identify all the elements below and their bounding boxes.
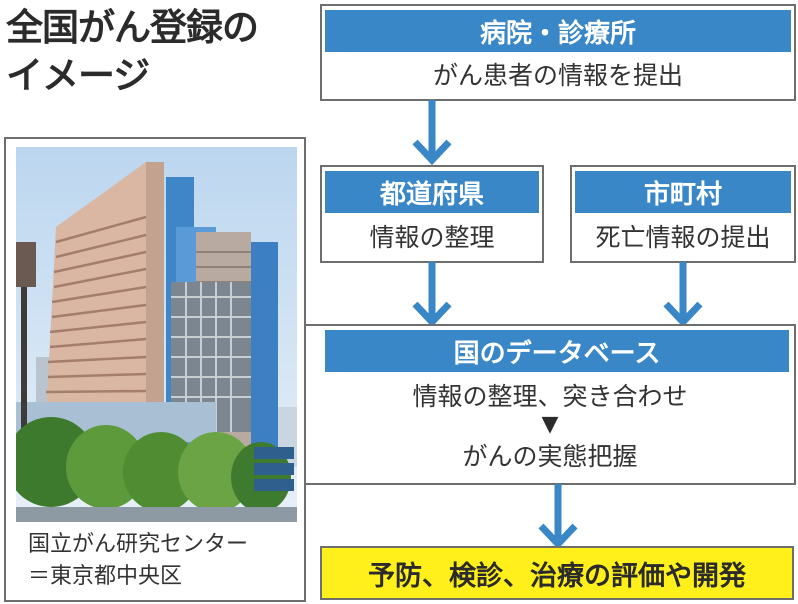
triangle-down-icon: ▼ [541, 412, 559, 437]
title-line-1: 全国がん登録の [6, 6, 259, 49]
node-national-db-step1: 情報の整理、突き合わせ [412, 382, 688, 411]
building-photo [16, 147, 297, 522]
arrow-down-icon [663, 262, 703, 328]
node-national-db-header: 国のデータベース [325, 330, 789, 372]
node-prefecture-description: 情報の整理 [369, 223, 495, 252]
photo-caption-line-2: ＝東京都中央区 [28, 564, 183, 589]
node-hospital: 病院・診療所 がん患者の情報を提出 [320, 4, 796, 101]
arrow-down-icon [412, 100, 452, 166]
node-municipality: 市町村 死亡情報の提出 [570, 165, 796, 263]
diagram-title: 全国がん登録の イメージ [6, 4, 306, 100]
node-municipality-description: 死亡情報の提出 [595, 223, 771, 252]
node-municipality-header: 市町村 [575, 171, 791, 213]
node-result: 予防、検診、治療の評価や開発 [320, 546, 794, 600]
node-national-db: 国のデータベース 情報の整理、突き合わせ ▼ がんの実態把握 [304, 324, 796, 485]
building-illustration [16, 162, 297, 522]
node-prefecture-header: 都道府県 [325, 171, 539, 213]
title-line-2: イメージ [6, 54, 150, 97]
node-hospital-header: 病院・診療所 [325, 10, 791, 52]
arrow-down-icon [538, 484, 578, 550]
arrow-down-icon [412, 262, 452, 328]
photo-frame: 国立がん研究センター ＝東京都中央区 [4, 137, 306, 602]
node-national-db-step2: がんの実態把握 [462, 442, 638, 471]
node-prefecture: 都道府県 情報の整理 [320, 165, 544, 263]
node-hospital-description: がん患者の情報を提出 [432, 61, 683, 90]
photo-caption: 国立がん研究センター ＝東京都中央区 [28, 529, 248, 593]
photo-caption-line-1: 国立がん研究センター [28, 532, 249, 557]
